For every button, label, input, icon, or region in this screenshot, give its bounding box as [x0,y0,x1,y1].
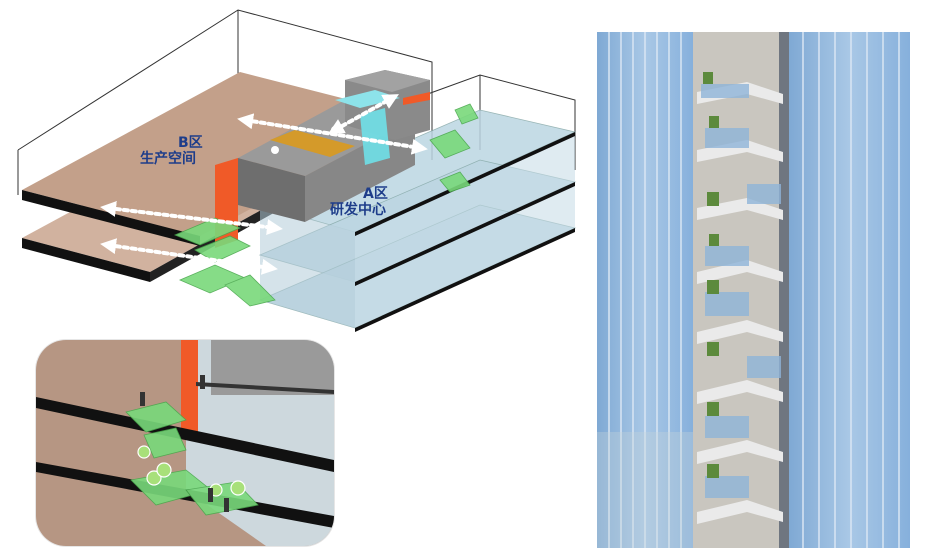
terrace-balconies [697,72,783,524]
inset-people [140,375,229,512]
inset-trees [137,445,246,497]
zone-b-name-label: 生产空间 [140,150,196,167]
zone-b-code-label: B区 [178,135,203,151]
axonometric-section-diagram: B区 生产空间 A区 研发中心 [0,0,590,340]
zone-a-name-label: 研发中心 [330,201,386,218]
node-dot [271,146,279,154]
circulation-arrows [100,94,428,275]
curtain-wall-mullions [608,32,900,548]
node-dot [331,126,339,134]
stair-detail-inset [36,340,334,546]
tower-facade-render [597,32,910,548]
reflection-panel [597,432,693,548]
zone-a-code-label: A区 [363,186,388,202]
